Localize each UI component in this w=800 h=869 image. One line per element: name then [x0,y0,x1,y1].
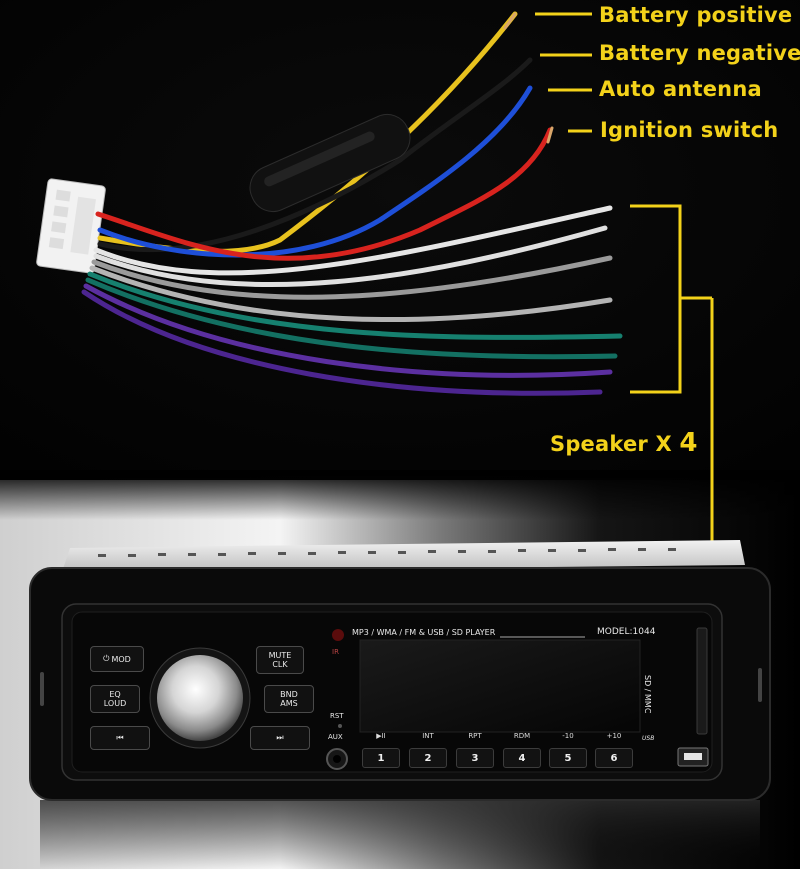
fn-label-rpt: RPT [468,732,482,740]
wire-gray-2 [89,265,613,323]
wires [81,11,623,396]
preset-key-1[interactable]: 1 [362,748,400,768]
wire-teal-2 [85,277,618,360]
preset-key-2[interactable]: 2 [409,748,447,768]
eq-label: EQ [109,690,121,699]
bnd-label: BND [280,690,298,699]
model-text: MODEL:1044 [597,627,656,637]
next-track-icon: ⏭ [276,733,284,742]
fn-label-plus-10: +10 [606,732,622,740]
preset-key-5[interactable]: 5 [549,748,587,768]
display-screen [359,639,641,733]
mute-clk-button[interactable]: MUTE CLK [256,646,304,674]
fn-label-minus-10: -10 [562,732,574,740]
fn-label-int: INT [422,732,434,740]
label-battery-positive: Battery positive [599,3,793,27]
format-text: MP3 / WMA / FM & USB / SD PLAYER [352,628,496,637]
eq-loud-button[interactable]: EQ LOUD [90,685,140,713]
prev-button[interactable]: ⏮ [90,726,150,750]
prev-track-icon: ⏮ [116,733,124,742]
fn-label-rdm: RDM [513,732,531,740]
label-ignition-switch: Ignition switch [600,118,779,142]
wire-white-2 [93,225,608,288]
preset-key-3[interactable]: 3 [456,748,494,768]
label-auto-antenna: Auto antenna [599,77,762,101]
radio-unit [29,540,771,801]
aux-label: AUX [328,733,343,741]
label-speaker-prefix: Speaker X [550,432,672,456]
callout-lines [535,12,714,560]
ams-label: AMS [280,699,298,708]
wire-white-1 [93,205,613,276]
label-battery-negative: Battery negative [599,41,800,65]
rst-hole [338,724,342,728]
wire-blue [97,85,533,258]
mod-button[interactable]: ⏻ MOD [90,646,144,672]
background-fade [0,470,800,520]
preset-key-4[interactable]: 4 [503,748,541,768]
wire-purple-1 [83,283,613,378]
next-button[interactable]: ⏭ [250,726,310,750]
wire-teal-1 [87,271,623,340]
bnd-ams-button[interactable]: BND AMS [264,685,314,713]
vent-slots [98,548,676,557]
wire-red [95,127,553,261]
sd-mmc-label: SD / MMC [643,675,652,714]
ir-sensor [332,629,344,641]
ir-label: IR [332,648,339,656]
power-icon: ⏻ [103,654,110,663]
fn-label-play-pause: ▶II [376,732,386,740]
label-speaker-count: 4 [679,428,698,458]
clk-label: CLK [272,660,288,669]
wire-purple-2 [81,289,603,396]
sd-card-slot [696,627,708,735]
rst-label: RST [330,712,344,720]
mod-label: MOD [111,654,131,664]
harness-connector [36,178,106,274]
mute-label: MUTE [268,651,292,660]
loud-label: LOUD [103,699,127,708]
wire-black [97,57,533,253]
label-speaker: Speaker X 4 [550,428,698,458]
radio-reflection [40,800,760,869]
wire-gray-1 [91,255,613,300]
fuse-holder [249,113,411,213]
preset-key-6[interactable]: 6 [595,748,633,768]
usb-label: USB [642,735,655,742]
